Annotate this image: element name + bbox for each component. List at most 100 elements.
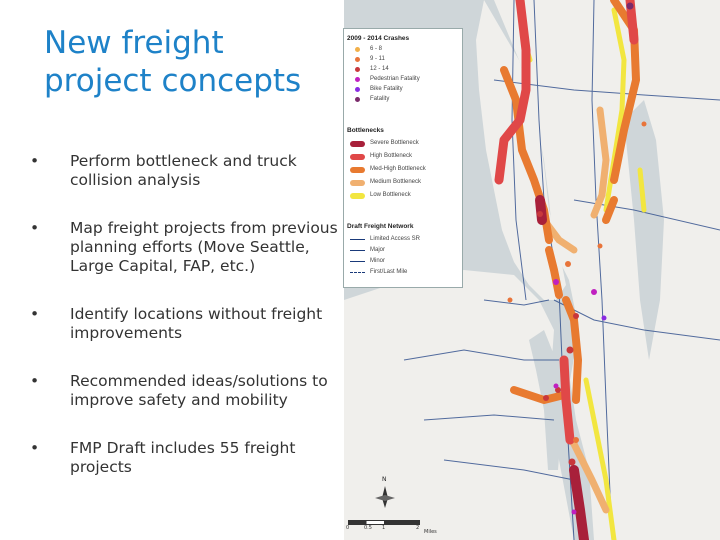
map-water-lake: [624, 100, 664, 360]
compass-label: N: [382, 476, 387, 483]
crash-point: [553, 279, 559, 285]
bullet-item: • Perform bottleneck and truck collision…: [30, 152, 348, 190]
bullet-glyph: •: [30, 372, 40, 390]
legend-row: Pedestrian Fatality: [350, 75, 462, 84]
bullet-item: • Map freight projects from previous pla…: [30, 219, 348, 276]
legend-label: First/Last Mile: [370, 269, 408, 275]
bullet-glyph: •: [30, 152, 40, 170]
legend-swatch: [350, 180, 365, 186]
corridor-medhigh: [610, 0, 640, 184]
map-legend: 2009 - 2014 Crashes 6 - 8 9 - 11 12 - 14 Pe…: [343, 28, 463, 288]
legend-row: Severe Bottleneck: [350, 139, 462, 148]
legend-network-heading: Draft Freight Network: [347, 223, 414, 230]
crash-point: [553, 383, 559, 389]
legend-row: Med-High Bottleneck: [350, 165, 462, 174]
legend-swatch: [355, 67, 360, 72]
legend-label: Minor: [370, 258, 386, 264]
legend-swatch: [350, 272, 365, 273]
corridor-severe: [569, 465, 589, 540]
crash-point: [537, 211, 543, 217]
corridor-medium: [590, 106, 610, 219]
corridor-medium: [568, 436, 610, 514]
scale-label: 0.5: [364, 525, 372, 531]
corridor-low: [637, 167, 647, 213]
legend-swatch: [350, 239, 365, 240]
legend-row: 6 - 8: [350, 45, 462, 54]
bottleneck-corridors: [494, 0, 647, 540]
bullet-text: Perform bottleneck and truck collision a…: [70, 152, 297, 189]
scale-bar-line: [348, 520, 420, 525]
legend-swatch: [350, 154, 365, 160]
legend-swatch: [355, 57, 360, 62]
legend-swatch: [350, 141, 365, 147]
crash-point: [597, 243, 603, 249]
legend-label: Pedestrian Fatality: [370, 76, 420, 82]
scale-label: Miles: [424, 529, 437, 535]
legend-row: Low Bottleneck: [350, 191, 462, 200]
slide-title: New freight project concepts: [44, 24, 344, 100]
map-land-east: [494, 0, 720, 540]
legend-row: Medium Bottleneck: [350, 178, 462, 187]
legend-label: 6 - 8: [370, 46, 383, 52]
legend-label: Medium Bottleneck: [370, 179, 422, 185]
north-arrow-icon: N: [372, 476, 398, 512]
crash-point: [626, 2, 634, 10]
legend-swatch: [355, 97, 360, 102]
legend-swatch: [355, 77, 360, 82]
bullet-glyph: •: [30, 439, 40, 457]
bullet-glyph: •: [30, 219, 40, 237]
title-line-1: New freight: [44, 25, 224, 61]
legend-label: Fatality: [370, 96, 390, 102]
corridor-high: [559, 355, 575, 445]
legend-label: Bike Fatality: [370, 86, 403, 92]
legend-row: Major: [350, 246, 462, 255]
bullet-list: • Perform bottleneck and truck collision…: [30, 152, 348, 477]
legend-label: Low Bottleneck: [370, 192, 411, 198]
crash-points: [507, 2, 647, 515]
bullet-glyph: •: [30, 305, 40, 323]
title-line-2: project concepts: [44, 63, 302, 99]
legend-swatch: [355, 87, 360, 92]
crash-point: [566, 346, 574, 354]
legend-label: Major: [370, 247, 386, 253]
legend-row: 9 - 11: [350, 55, 462, 64]
bullet-text: FMP Draft includes 55 freight projects: [70, 439, 296, 476]
legend-swatch: [350, 261, 365, 262]
bullet-item: • FMP Draft includes 55 freight projects: [30, 439, 348, 477]
legend-row: Minor: [350, 257, 462, 266]
legend-swatch: [350, 193, 365, 199]
crash-point: [507, 297, 513, 303]
crash-point: [543, 395, 549, 401]
legend-label: Severe Bottleneck: [370, 140, 419, 146]
crash-point: [555, 387, 561, 393]
legend-swatch: [350, 250, 365, 251]
corridor-high: [494, 0, 531, 185]
crash-point: [601, 315, 607, 321]
crash-point: [573, 313, 579, 319]
legend-row: Fatality: [350, 95, 462, 104]
bullet-item: • Identify locations without freight imp…: [30, 305, 348, 343]
crash-point: [565, 261, 571, 267]
map-land-west: [344, 270, 574, 540]
legend-label: 12 - 14: [370, 66, 389, 72]
crash-point: [591, 289, 597, 295]
legend-label: 9 - 11: [370, 56, 385, 62]
bullet-item: • Recommended ideas/solutions to improve…: [30, 372, 348, 410]
legend-row: Bike Fatality: [350, 85, 462, 94]
bullet-text: Map freight projects from previous plann…: [70, 219, 338, 275]
corridor-low: [583, 377, 617, 540]
scale-label: 0: [346, 525, 350, 531]
crash-point: [573, 437, 579, 443]
scale-label: 1: [382, 525, 386, 531]
legend-swatch: [350, 167, 365, 173]
freight-map[interactable]: N 0 0.5 1 2 Miles: [344, 0, 720, 540]
scale-label: 2: [416, 525, 420, 531]
legend-crashes-heading: 2009 - 2014 Crashes: [347, 35, 410, 42]
map-canvas: [344, 0, 720, 540]
crash-point: [568, 458, 576, 466]
legend-row: First/Last Mile: [350, 268, 462, 277]
scale-bar: 0 0.5 1 2 Miles: [346, 518, 437, 535]
legend-swatch: [355, 47, 360, 52]
legend-label: High Bottleneck: [370, 153, 413, 159]
bullet-text: Identify locations without freight impro…: [70, 305, 323, 342]
